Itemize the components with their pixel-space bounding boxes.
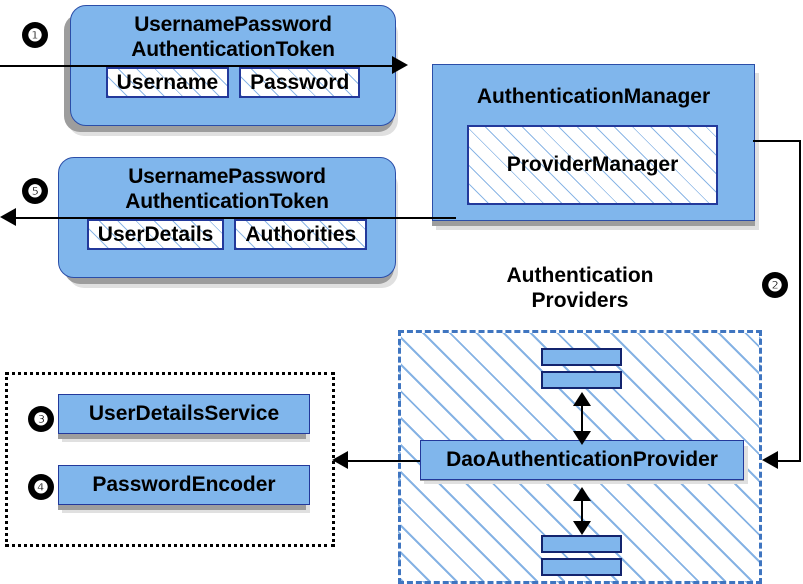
authentication-manager-panel: AuthenticationManager ProviderManager [432,64,755,221]
field-username: Username [105,67,230,98]
field-userdetails: UserDetails [86,219,225,250]
badge-3: ❸ [28,406,54,432]
badge-1: ❶ [22,22,48,48]
badge-5: ❺ [22,178,48,204]
other-provider-top-1 [541,348,622,366]
authentication-providers-caption: Authentication Providers [470,263,690,313]
providers-caption-line2: Providers [531,289,629,312]
arrowhead-step2 [762,451,778,469]
connector-provider-bottom [581,491,583,525]
request-token-title-line2: AuthenticationToken [131,38,335,61]
connector-step2-bottom [778,460,801,462]
arrowhead-provider-to-services [332,451,348,469]
connector-provider-top [581,396,583,435]
response-token-title: UsernamePassword AuthenticationToken [59,158,395,214]
arrowhead-provider-down-bottom [573,521,591,535]
userdetailsservice-bar: UserDetailsService [58,394,310,434]
connector-request-in [0,65,392,67]
connector-response-out [16,217,456,219]
field-password: Password [239,67,361,98]
response-token-title-line1: UsernamePassword [128,165,326,188]
arrowhead-provider-down-top [573,431,591,445]
response-token-fields: UserDetails Authorities [59,219,395,250]
request-token-title: UsernamePassword AuthenticationToken [71,6,395,62]
provider-manager-box: ProviderManager [467,125,718,205]
field-authorities: Authorities [234,219,368,250]
badge-4: ❹ [28,474,54,500]
passwordencoder-bar: PasswordEncoder [58,465,310,505]
connector-step2-top [753,140,801,142]
request-token-fields: Username Password [71,67,395,98]
response-token-title-line2: AuthenticationToken [125,190,329,213]
dao-authentication-provider: DaoAuthenticationProvider [420,440,744,480]
other-provider-bottom-2 [541,558,622,576]
providers-caption-line1: Authentication [506,264,654,287]
other-provider-top-2 [541,371,622,389]
connector-step2-vertical [799,140,801,461]
badge-2: ❷ [762,272,788,298]
authentication-manager-title: AuthenticationManager [476,85,711,108]
request-token-title-line1: UsernamePassword [134,13,332,36]
connector-provider-to-services [348,460,420,462]
other-provider-bottom-1 [541,535,622,553]
arrowhead-response-out [0,208,16,226]
arrowhead-request-in [392,56,408,74]
